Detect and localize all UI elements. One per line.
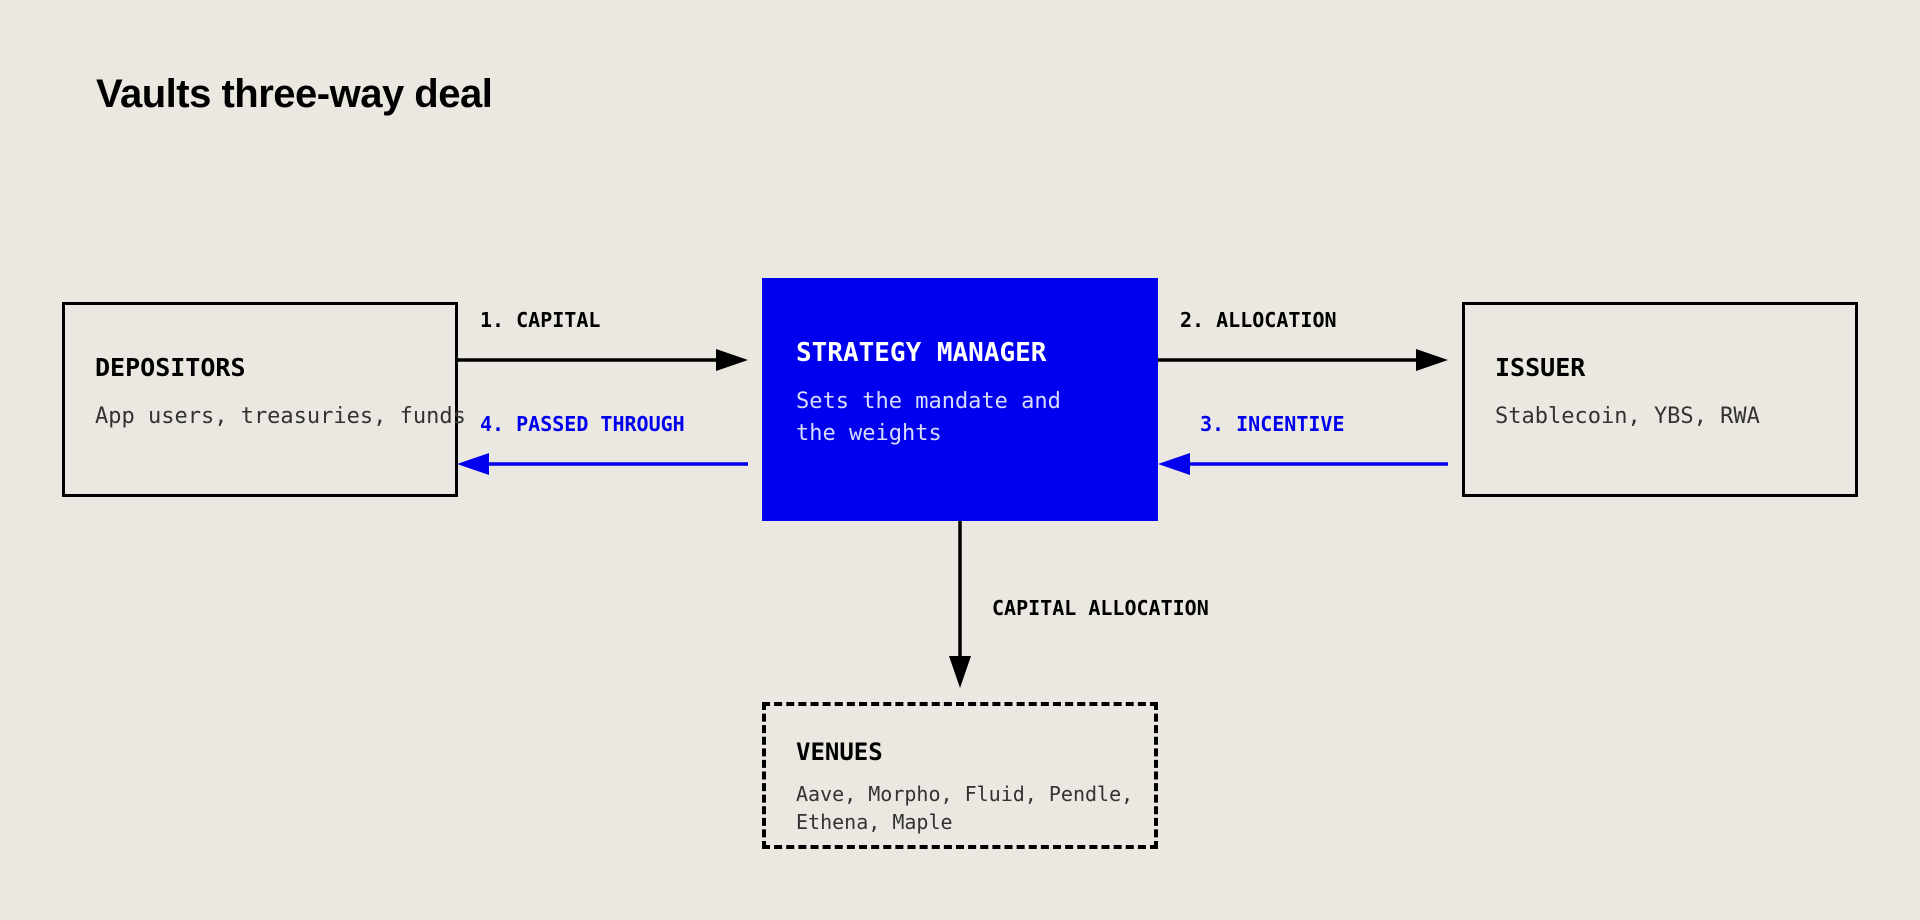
depositors-description: App users, treasuries, funds: [95, 404, 466, 429]
issuer-node: ISSUER Stablecoin, YBS, RWA: [1462, 302, 1858, 497]
venues-node: VENUES Aave, Morpho, Fluid, Pendle, Ethe…: [762, 702, 1158, 849]
strategy-manager-description-line-1: Sets the mandate and: [796, 389, 1061, 414]
depositors-node: DEPOSITORS App users, treasuries, funds: [62, 302, 466, 497]
capital-allocation-arrow: [949, 521, 971, 688]
strategy-manager-title: STRATEGY MANAGER: [796, 338, 1047, 368]
capital-label: 1. CAPITAL: [480, 308, 601, 332]
capital-arrow: [457, 349, 748, 371]
incentive-arrow: [1158, 453, 1448, 475]
venues-description-line-2: Ethena, Maple: [796, 810, 953, 834]
issuer-title: ISSUER: [1495, 353, 1586, 382]
venues-description-line-1: Aave, Morpho, Fluid, Pendle,: [796, 782, 1134, 806]
strategy-manager-description-line-2: the weights: [796, 421, 942, 446]
passed-through-arrow: [457, 453, 748, 475]
capital-allocation-label: CAPITAL ALLOCATION: [992, 596, 1209, 620]
depositors-title: DEPOSITORS: [95, 353, 246, 382]
allocation-label: 2. ALLOCATION: [1180, 308, 1337, 332]
venues-title: VENUES: [796, 738, 883, 766]
strategy-manager-node: STRATEGY MANAGER Sets the mandate and th…: [762, 278, 1158, 521]
strategy-manager-description: Sets the mandate and the weights: [796, 386, 1061, 450]
page-title: Vaults three-way deal: [96, 72, 493, 116]
venues-description: Aave, Morpho, Fluid, Pendle, Ethena, Map…: [796, 780, 1133, 836]
allocation-arrow: [1158, 349, 1448, 371]
incentive-label: 3. INCENTIVE: [1200, 412, 1345, 436]
issuer-description: Stablecoin, YBS, RWA: [1495, 404, 1760, 429]
passed-through-label: 4. PASSED THROUGH: [480, 412, 685, 436]
